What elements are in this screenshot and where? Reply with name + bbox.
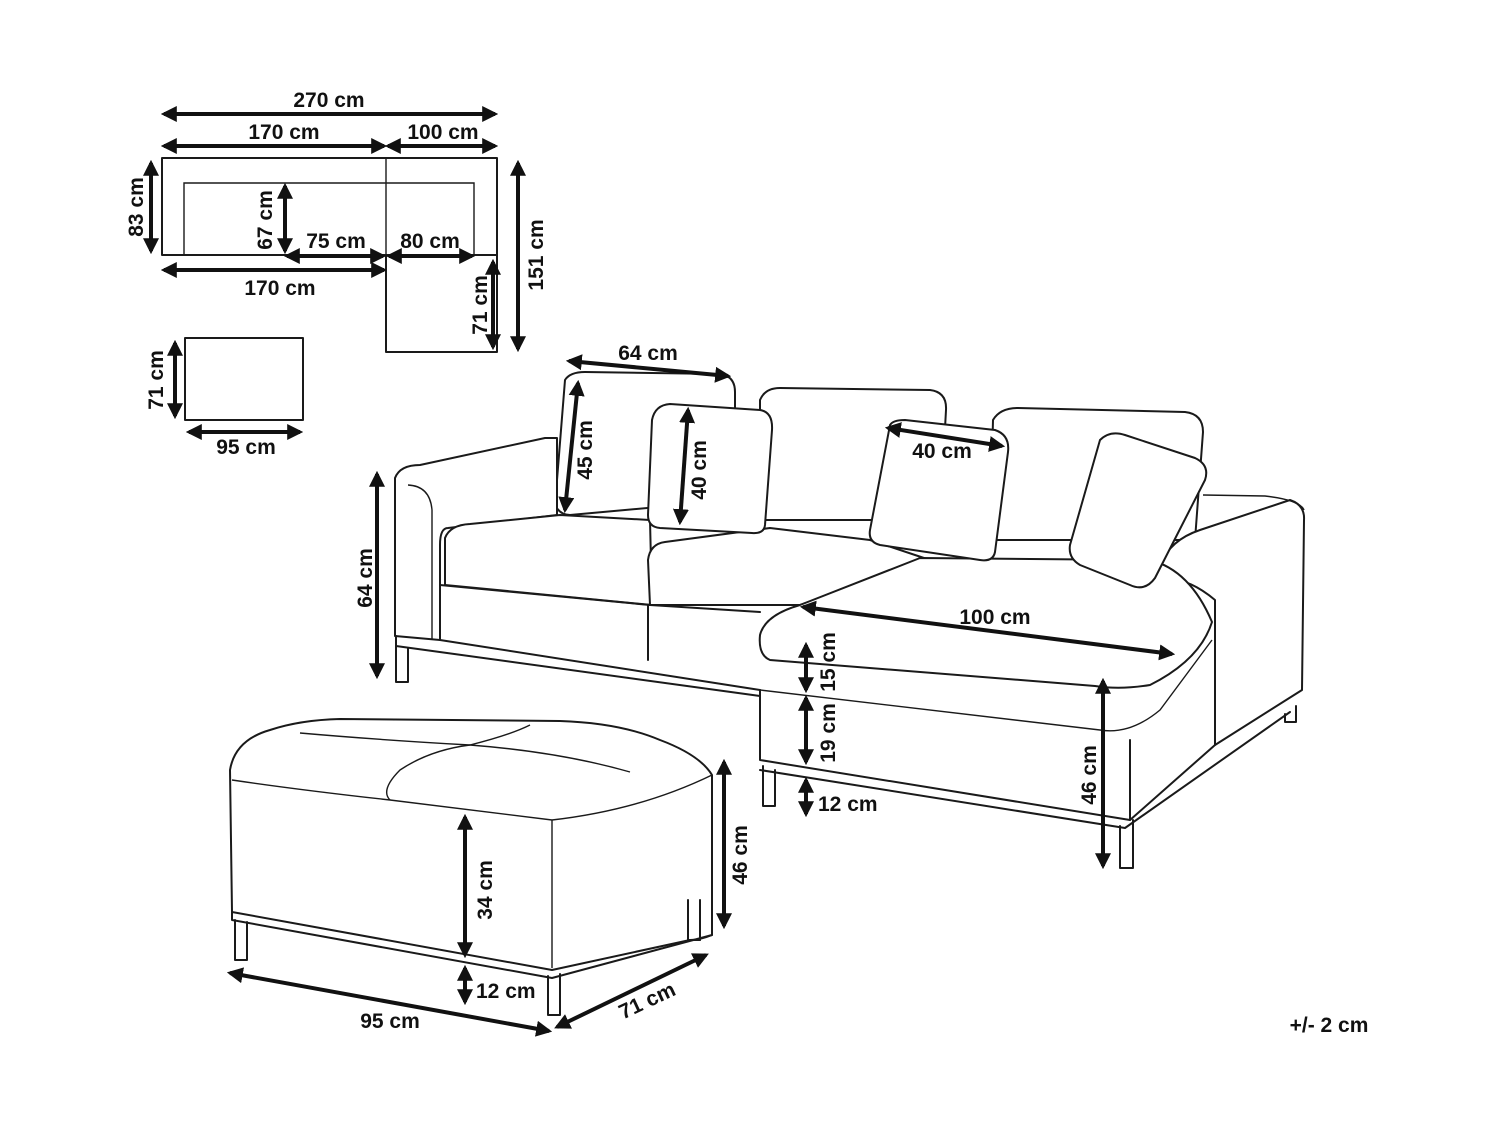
ottoman-depth-arrow: [554, 953, 709, 1029]
pillow-right: [1068, 432, 1208, 589]
ottoman-total-height-label: 46 cm: [729, 825, 752, 885]
base-bottom-edge: [439, 639, 761, 691]
base-top-edge: [439, 584, 761, 613]
cushion-height-arrow: [558, 379, 585, 514]
plan-inner-outline: [183, 182, 475, 255]
leg-chaise-right: [1284, 705, 1297, 723]
cushion-height-label: 45 cm: [574, 420, 597, 480]
ottoman-plan-view: 71 cm 95 cm: [145, 337, 304, 459]
pillow-middle: [868, 419, 1010, 562]
plan-sofa-width-label: 170 cm: [248, 121, 319, 144]
ottoman-leg-height-label: 12 cm: [476, 980, 536, 1003]
sofa-leg-height-label: 12 cm: [818, 793, 878, 816]
chaise-frame-rail: [759, 711, 1291, 829]
ottoman-drawing: 34 cm 12 cm 46 cm 95 cm 71 cm: [226, 718, 752, 1037]
plan-bottom-width-label: 170 cm: [244, 277, 315, 300]
ottoman-plan-outline: [184, 337, 304, 421]
plan-chaise-width-label: 100 cm: [407, 121, 478, 144]
sofa-drawing: 64 cm 45 cm 40 cm 40 cm 64 cm 100 cm 15 …: [354, 342, 1306, 870]
ottoman-leg-front: [547, 973, 561, 1016]
ottoman-top-front-edge: [231, 774, 713, 821]
frame-rail: [395, 635, 761, 697]
seat-cushion-label: 15 cm: [817, 632, 840, 692]
pillow-height-arrow: [672, 406, 696, 526]
right-arm-top-edge: [1202, 494, 1305, 511]
seat-height-label: 46 cm: [1078, 745, 1101, 805]
pillow-width-label: 40 cm: [912, 440, 972, 463]
plan-total-width-label: 270 cm: [293, 89, 364, 112]
leg-front-left: [395, 645, 409, 683]
ottoman-width-arrow: [226, 967, 553, 1037]
chaise-length-arrow: [799, 600, 1176, 661]
ottoman-plan-width-label: 95 cm: [216, 436, 276, 459]
cushion-width-label: 64 cm: [618, 342, 678, 365]
ottoman-width-label: 95 cm: [360, 1010, 420, 1033]
cushion-width-arrow: [565, 354, 732, 383]
plan-seat-left-label: 75 cm: [306, 230, 366, 253]
left-arm-roll: [407, 484, 433, 640]
plan-depth-label: 83 cm: [125, 177, 148, 237]
tolerance-note: +/- 2 cm: [1290, 1014, 1369, 1037]
plan-view: 270 cm 170 cm 100 cm 75 cm 80 cm 170 cm …: [125, 89, 548, 353]
back-height-label: 64 cm: [354, 548, 377, 608]
plan-seat-right-label: 80 cm: [400, 230, 460, 253]
plan-total-depth-label: 151 cm: [525, 219, 548, 290]
plan-chaise-ext-label: 71 cm: [469, 275, 492, 335]
leg-chaise-front: [1119, 819, 1134, 869]
pillow-width-arrow: [884, 422, 1006, 452]
pillow-height-label: 40 cm: [688, 440, 711, 500]
ottoman-seam-2: [299, 732, 631, 773]
plan-seat-depth-label: 67 cm: [254, 190, 277, 250]
leg-chaise-left: [762, 765, 776, 807]
ottoman-seam-1: [386, 724, 531, 801]
seat-cushion-left: [444, 514, 653, 606]
ottoman-plan-depth-label: 71 cm: [145, 350, 168, 410]
ottoman-leg-left: [234, 919, 248, 961]
base-height-label: 19 cm: [817, 703, 840, 763]
ottoman-body-height-label: 34 cm: [474, 860, 497, 920]
chaise-length-label: 100 cm: [959, 606, 1030, 629]
